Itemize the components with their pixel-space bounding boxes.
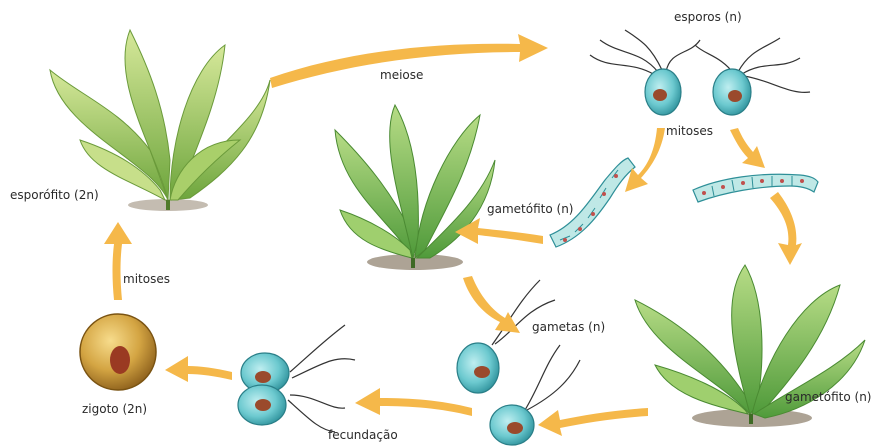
gamete-upper [457, 280, 555, 393]
spore-left [590, 30, 700, 115]
sporophyte-plant [50, 30, 270, 211]
label-mitoses-top: mitoses [666, 124, 713, 138]
label-meiosis: meiose [380, 68, 423, 82]
filament-right [693, 174, 818, 202]
label-fertilization: fecundação [328, 428, 398, 442]
label-sporophyte: esporófito (2n) [10, 188, 99, 202]
fertilization-pair [238, 325, 355, 432]
label-mitoses-left: mitoses [123, 272, 170, 286]
gamete-lower [490, 345, 580, 445]
gametophyte-plant-middle [335, 105, 495, 270]
spore-right [695, 38, 810, 115]
label-gametophyte-middle: gametófito (n) [487, 202, 573, 216]
label-spores: esporos (n) [674, 10, 742, 24]
zygote-cell [80, 314, 156, 390]
label-gametes: gametas (n) [532, 320, 605, 334]
label-zygote: zigoto (2n) [82, 402, 147, 416]
label-gametophyte-right: gametófito (n) [785, 390, 871, 404]
